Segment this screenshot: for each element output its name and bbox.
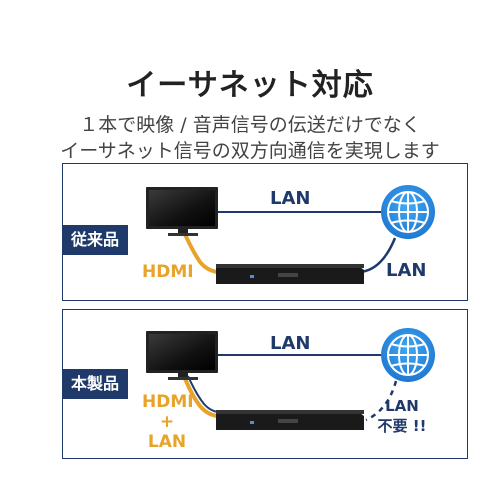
subtitle: １本で映像 / 音声信号の伝送だけでなく イーサネット信号の双方向通信を実現しま…	[0, 112, 500, 164]
tv-icon	[146, 331, 218, 380]
page-title: イーサネット対応	[126, 68, 374, 103]
label-lan-right: LAN	[386, 260, 427, 281]
this-product-diagram	[146, 328, 435, 430]
label-lan: LAN	[147, 432, 187, 452]
label-lan-not-needed: LAN 不要 !!	[372, 396, 432, 436]
label-not-needed: 不要 !!	[377, 417, 427, 435]
globe-icon	[381, 328, 435, 382]
blu-ray-recorder-icon	[216, 264, 364, 284]
conventional-diagram	[146, 185, 435, 284]
subtitle-line-2: イーサネット信号の双方向通信を実現します	[60, 140, 440, 162]
subtitle-line-1: １本で映像 / 音声信号の伝送だけでなく	[79, 114, 421, 136]
label-lan-top: LAN	[270, 333, 311, 354]
label-hdmi: HDMI	[142, 262, 194, 282]
tag-conventional: 従来品	[62, 225, 128, 255]
lan-not-needed-dashed	[365, 380, 398, 422]
tv-icon	[146, 187, 218, 236]
blu-ray-recorder-icon	[216, 410, 364, 430]
label-plus: +	[159, 412, 175, 432]
label-lan: LAN	[385, 397, 419, 415]
label-hdmi-plus-lan: HDMI + LAN	[142, 392, 194, 452]
tag-this-product: 本製品	[62, 369, 128, 399]
label-lan-top: LAN	[270, 188, 311, 209]
label-hdmi: HDMI	[142, 392, 194, 412]
globe-icon	[381, 185, 435, 239]
